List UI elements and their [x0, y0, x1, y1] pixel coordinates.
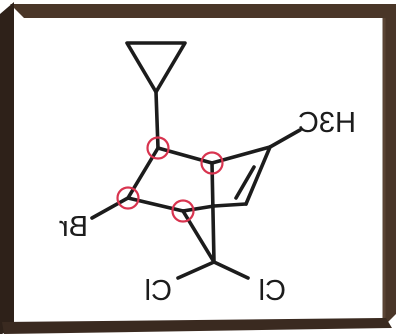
chlorine-left-label: Cl [145, 275, 172, 307]
bond-ccl-right [212, 260, 250, 280]
alkene-double-bond-inner [234, 165, 256, 200]
alkene-double-bond-outer [244, 145, 272, 206]
bond-ccl-left [176, 260, 216, 280]
bond-c1-c2 [156, 146, 214, 165]
frame-left-shadow [0, 2, 14, 334]
bond-methyl [268, 128, 302, 149]
stereocenter-circle-c1 [146, 136, 170, 160]
bond-c3-bromine [90, 196, 130, 220]
methyl-label: H3C [298, 107, 356, 139]
stereocenter-circle-c3 [116, 186, 140, 210]
bond-c3-c4 [126, 196, 185, 213]
paper-background [14, 18, 384, 318]
bond-cyclopropyl-to-c1 [154, 90, 160, 150]
chlorine-right-label: Cl [259, 275, 286, 307]
cyclopropyl-ring [125, 41, 187, 94]
stereocenter-circle-c2 [200, 151, 224, 175]
frame-bottom-edge [2, 318, 392, 334]
stereocenter-circle-c4 [171, 199, 195, 223]
bond-c2-to-dichloro-carbon [210, 161, 216, 264]
bromine-label: Br [59, 211, 88, 243]
bond-alkene-to-bridgehead [212, 202, 248, 208]
bond-c4-bridgehead [181, 204, 216, 213]
